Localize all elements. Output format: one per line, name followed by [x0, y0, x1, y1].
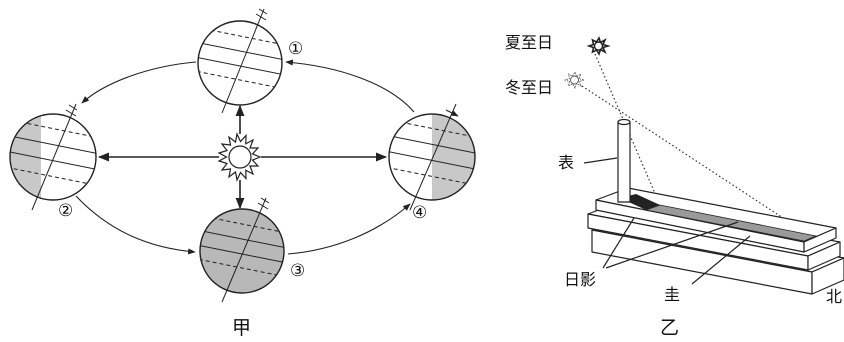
winter-sun-icon — [563, 70, 586, 90]
orbit-path — [75, 59, 415, 255]
caption-a: 甲 — [232, 317, 251, 339]
north-label: 北 — [826, 287, 842, 306]
summer-solstice-label: 夏至日 — [505, 33, 553, 52]
sun-rays — [581, 53, 813, 238]
position-marker-3: ③ — [290, 261, 305, 281]
sun-icon — [217, 132, 262, 182]
orbit-diagram: ① ② ③ ④ 甲 — [9, 8, 476, 339]
winter-solstice-label: 冬至日 — [505, 78, 553, 97]
earth-position-3 — [199, 197, 285, 303]
gnomon-label: 表 — [558, 153, 574, 172]
caption-b: 乙 — [660, 317, 679, 339]
earth-position-4 — [388, 103, 476, 211]
earth-position-2 — [9, 103, 97, 211]
earth-position-1 — [197, 8, 283, 114]
leader-lines — [583, 157, 751, 285]
summer-sun-icon — [586, 36, 611, 56]
shadow-label: 日影 — [564, 270, 596, 289]
gui-base — [587, 187, 844, 295]
sunlight-rays — [97, 104, 388, 210]
scale-label: 圭 — [664, 285, 680, 304]
position-marker-4: ④ — [412, 203, 427, 223]
position-marker-1: ① — [288, 39, 303, 59]
position-marker-2: ② — [58, 201, 73, 221]
gnomon-pillar — [617, 118, 631, 203]
gnomon-diagram: 夏至日 冬至日 — [505, 33, 844, 339]
